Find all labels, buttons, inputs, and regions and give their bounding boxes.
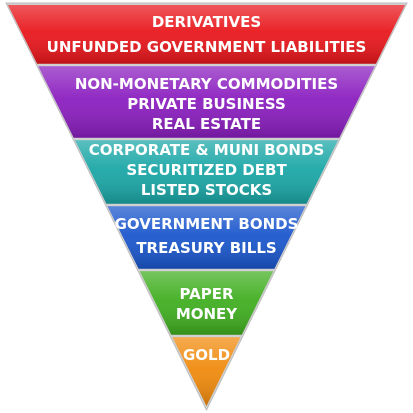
bonds-stocks-tier-label-3: LISTED STOCKS <box>141 181 272 199</box>
bonds-stocks-tier-label-2: SECURITIZED DEBT <box>126 161 287 179</box>
paper-money-tier-gloss <box>139 271 274 335</box>
commodities-business-realestate-tier: NON-MONETARY COMMODITIES PRIVATE BUSINESS… <box>38 66 375 138</box>
bonds-stocks-tier: CORPORATE & MUNI BONDS SECURITIZED DEBT LI… <box>75 140 338 204</box>
commodities-business-realestate-tier-gloss <box>38 66 375 138</box>
derivatives-tier-gloss <box>8 5 405 64</box>
bonds-stocks-tier-gloss <box>75 140 338 204</box>
commodities-business-realestate-tier-label-1: NON-MONETARY COMMODITIES <box>75 75 338 93</box>
government-bonds-tier-label-2: TREASURY BILLS <box>136 239 276 257</box>
government-bonds-tier: GOVERNMENT BONDS TREASURY BILLS <box>107 206 306 269</box>
gold-tier: GOLD <box>172 337 241 406</box>
derivatives-tier: DERIVATIVES UNFUNDED GOVERNMENT LIABILITI… <box>8 5 405 64</box>
paper-money-tier: PAPER MONEY <box>139 271 274 335</box>
government-bonds-tier-label-1: GOVERNMENT BONDS <box>115 215 299 233</box>
derivatives-tier-label-1: DERIVATIVES <box>152 13 261 31</box>
paper-money-tier-label-1: PAPER <box>179 285 233 303</box>
bonds-stocks-tier-label-1: CORPORATE & MUNI BONDS <box>89 141 325 159</box>
commodities-business-realestate-tier-label-3: REAL ESTATE <box>152 115 261 133</box>
gold-tier-label-1: GOLD <box>183 346 230 364</box>
gold-tier-gloss <box>172 337 241 406</box>
government-bonds-tier-gloss <box>107 206 306 269</box>
derivatives-tier-label-2: UNFUNDED GOVERNMENT LIABILITIES <box>47 38 367 56</box>
paper-money-tier-label-2: MONEY <box>176 305 238 323</box>
commodities-business-realestate-tier-label-2: PRIVATE BUSINESS <box>127 95 286 113</box>
